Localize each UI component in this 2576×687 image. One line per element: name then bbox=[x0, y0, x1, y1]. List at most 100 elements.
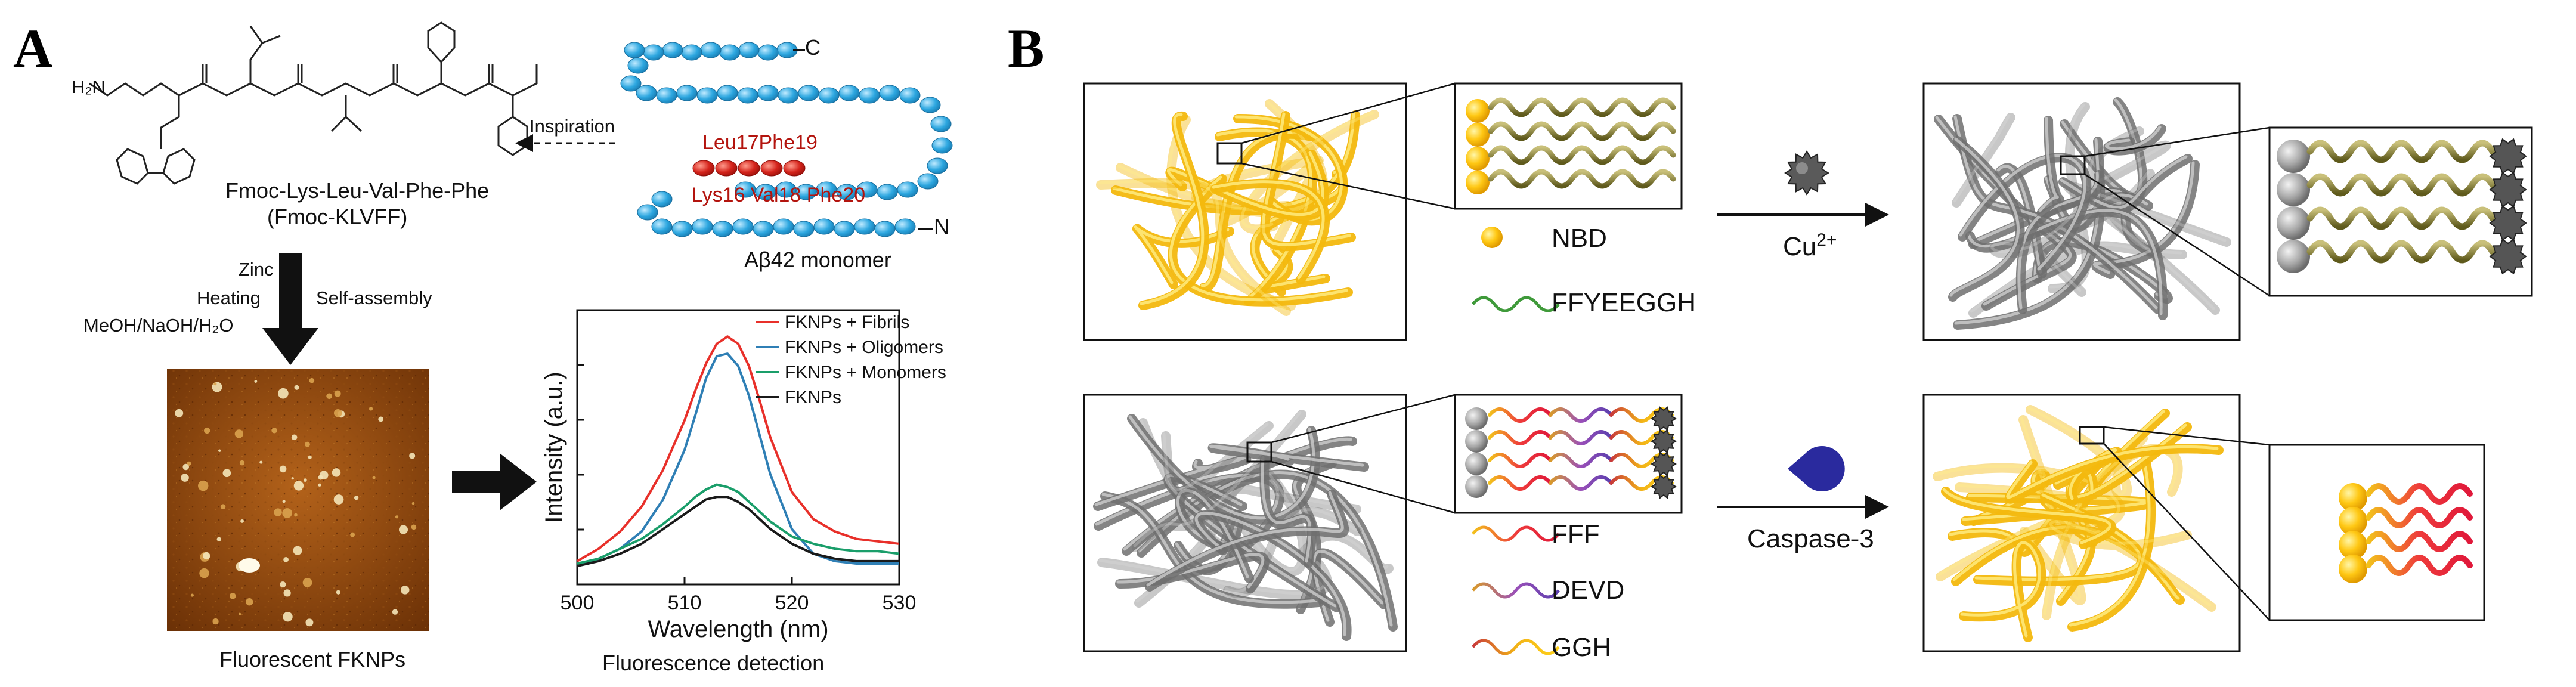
inspiration-label: Inspiration bbox=[530, 116, 615, 137]
bead-44 bbox=[712, 221, 733, 237]
ffyeeggh-label: FFYEEGGH bbox=[1552, 288, 1696, 317]
bead-2 bbox=[738, 42, 760, 58]
detection-arrow bbox=[452, 453, 537, 510]
panel-a-letter: A bbox=[13, 18, 52, 79]
afm-image bbox=[167, 369, 429, 631]
caspase-cleaved-inset bbox=[2268, 444, 2485, 621]
bead-29 bbox=[917, 173, 939, 190]
legend-entry: FKNPs bbox=[785, 388, 841, 407]
bead-7 bbox=[643, 44, 664, 61]
bead-51 bbox=[854, 218, 875, 235]
bead-40 bbox=[637, 204, 658, 221]
devd-peptide-icon bbox=[1472, 582, 1560, 599]
bead-34 bbox=[816, 181, 837, 198]
bead-48 bbox=[793, 221, 815, 237]
molecule-abbrev: (Fmoc-KLVFF) bbox=[267, 205, 407, 229]
legend-entry: FKNPs + Monomers bbox=[785, 363, 946, 382]
bead-4 bbox=[700, 42, 722, 58]
bead-26 bbox=[930, 116, 952, 132]
series-line-3 bbox=[577, 496, 899, 568]
zoom-marker bbox=[1216, 142, 1243, 165]
red-residue-1 bbox=[715, 160, 738, 177]
afm-caption: Fluorescent FKNPs bbox=[219, 647, 405, 671]
bead-18 bbox=[778, 87, 799, 104]
bead-3 bbox=[719, 44, 741, 61]
bead-32 bbox=[856, 181, 878, 198]
ggh-label: GGH bbox=[1552, 633, 1611, 662]
bead-6 bbox=[662, 42, 683, 58]
self-assembly-arrow bbox=[262, 253, 318, 365]
bead-8 bbox=[624, 42, 645, 58]
self-assembly-label: Self-assembly bbox=[316, 287, 432, 308]
nbd-hydrogel-box bbox=[1083, 82, 1407, 341]
n-terminus-label: N bbox=[934, 214, 949, 239]
bead-19 bbox=[798, 85, 819, 101]
x-tick-label: 530 bbox=[883, 592, 917, 614]
bead-33 bbox=[836, 184, 857, 200]
bead-39 bbox=[651, 191, 673, 208]
bottom-residue-label: Lys16 Val18 Phe20 bbox=[692, 184, 865, 206]
red-residue-2 bbox=[738, 160, 760, 177]
ffyeeggh-peptide-icon bbox=[1472, 296, 1560, 312]
caspase-enzyme-icon bbox=[1788, 445, 1845, 491]
series-line-0 bbox=[577, 335, 900, 562]
bead-11 bbox=[636, 85, 657, 101]
ggh-peptide-icon bbox=[1472, 639, 1560, 655]
bead-27 bbox=[931, 137, 953, 154]
zinc-label: Zinc bbox=[239, 259, 274, 280]
bead-49 bbox=[813, 218, 835, 235]
legend-entry: FKNPs + Fibrils bbox=[785, 312, 909, 332]
fff-label: FFF bbox=[1552, 519, 1600, 549]
chart-plot-area bbox=[576, 309, 900, 586]
caspase-cleaved-gel-box bbox=[1922, 394, 2241, 652]
bead-25 bbox=[919, 97, 941, 113]
x-tick-label: 510 bbox=[668, 592, 702, 614]
bead-1 bbox=[757, 44, 779, 61]
bead-53 bbox=[894, 218, 916, 235]
x-axis-title: Wavelength (nm) bbox=[648, 616, 828, 642]
bead-42 bbox=[671, 221, 693, 237]
bead-38 bbox=[735, 181, 756, 198]
chart-caption: Fluorescence detection bbox=[602, 651, 824, 675]
bead-15 bbox=[717, 85, 738, 101]
bead-52 bbox=[874, 221, 896, 237]
bead-50 bbox=[834, 221, 855, 237]
bead-24 bbox=[899, 87, 921, 104]
caspase-label: Caspase-3 bbox=[1747, 524, 1874, 553]
red-residue-3 bbox=[760, 160, 783, 177]
nbd-label: NBD bbox=[1552, 224, 1607, 253]
series-line-2 bbox=[577, 483, 900, 565]
nbd-ball-icon bbox=[1481, 227, 1503, 248]
bead-45 bbox=[732, 218, 754, 235]
bead-22 bbox=[859, 87, 880, 104]
nbd-inset bbox=[1454, 82, 1683, 210]
bead-9 bbox=[627, 57, 649, 74]
bead-23 bbox=[879, 85, 900, 101]
bead-30 bbox=[897, 181, 918, 198]
nh2-label: H₂N bbox=[72, 76, 106, 97]
red-residue-4 bbox=[783, 160, 806, 177]
cu-label: Cu2+ bbox=[1783, 230, 1837, 261]
bead-43 bbox=[692, 218, 713, 235]
bead-36 bbox=[775, 181, 797, 198]
bead-31 bbox=[877, 184, 898, 200]
bead-17 bbox=[757, 85, 779, 101]
solvent-label: MeOH/NaOH/H₂O bbox=[83, 315, 233, 336]
bead-14 bbox=[696, 87, 718, 104]
bead-20 bbox=[818, 87, 840, 104]
devd-label: DEVD bbox=[1552, 575, 1624, 605]
quenched-inset bbox=[2268, 126, 2533, 297]
legend-entry: FKNPs + Oligomers bbox=[785, 338, 943, 357]
bead-10 bbox=[620, 75, 642, 92]
bead-37 bbox=[755, 184, 776, 200]
cu-ion-icon bbox=[1784, 150, 1829, 196]
bead-13 bbox=[676, 85, 698, 101]
monomer-label: Aβ42 monomer bbox=[744, 247, 891, 272]
bead-12 bbox=[656, 87, 677, 104]
x-tick-label: 520 bbox=[775, 592, 809, 614]
bead-46 bbox=[753, 221, 774, 237]
molecule-name: Fmoc-Lys-Leu-Val-Phe-Phe bbox=[225, 178, 489, 203]
bead-47 bbox=[773, 218, 794, 235]
